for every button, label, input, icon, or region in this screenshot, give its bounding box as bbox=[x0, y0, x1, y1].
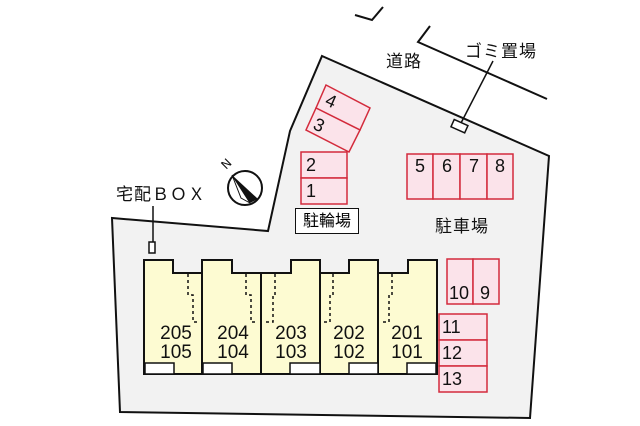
car-slot-8: 8 bbox=[495, 156, 506, 176]
car-slot-7: 7 bbox=[469, 156, 480, 176]
unit-lower: 102 bbox=[333, 342, 365, 363]
road-edge-line bbox=[416, 25, 548, 100]
unit-lower: 101 bbox=[391, 342, 423, 363]
bike-slot-1: 1 bbox=[306, 181, 317, 201]
road-label: 道路 bbox=[386, 52, 422, 72]
car-parking-label: 駐車場 bbox=[435, 217, 489, 237]
compass-icon bbox=[227, 170, 263, 206]
unit-upper: 201 bbox=[391, 323, 423, 344]
unit-upper: 202 bbox=[333, 323, 365, 344]
car-slot-13: 13 bbox=[442, 369, 463, 389]
road-edge-line bbox=[354, 6, 384, 22]
unit-101-201: 201 101 bbox=[381, 324, 433, 362]
unit-upper: 204 bbox=[217, 323, 249, 344]
car-slot-5: 5 bbox=[415, 156, 426, 176]
unit-104-204: 204 104 bbox=[207, 324, 259, 362]
bike-slots bbox=[300, 83, 371, 205]
bicycle-parking-label: 駐輪場 bbox=[295, 208, 359, 234]
unit-105-205: 205 105 bbox=[150, 324, 202, 362]
car-slot-10: 10 bbox=[449, 283, 470, 303]
delivery-box bbox=[148, 241, 156, 254]
unit-lower: 103 bbox=[275, 342, 307, 363]
unit-upper: 203 bbox=[275, 323, 307, 344]
unit-lower: 104 bbox=[217, 342, 249, 363]
car-slot-12: 12 bbox=[442, 343, 463, 363]
garbage-label: ゴミ置場 bbox=[465, 42, 537, 62]
bike-slot-2: 2 bbox=[306, 155, 317, 175]
unit-103-203: 203 103 bbox=[265, 324, 317, 362]
delivery-box-label: 宅配ＢＯＸ bbox=[116, 185, 206, 205]
car-slot-11: 11 bbox=[442, 317, 461, 337]
car-slot-6: 6 bbox=[442, 156, 453, 176]
unit-lower: 105 bbox=[160, 342, 192, 363]
unit-102-202: 202 102 bbox=[323, 324, 375, 362]
unit-upper: 205 bbox=[160, 323, 192, 344]
car-slots bbox=[406, 153, 514, 393]
car-slot-9: 9 bbox=[480, 283, 491, 303]
